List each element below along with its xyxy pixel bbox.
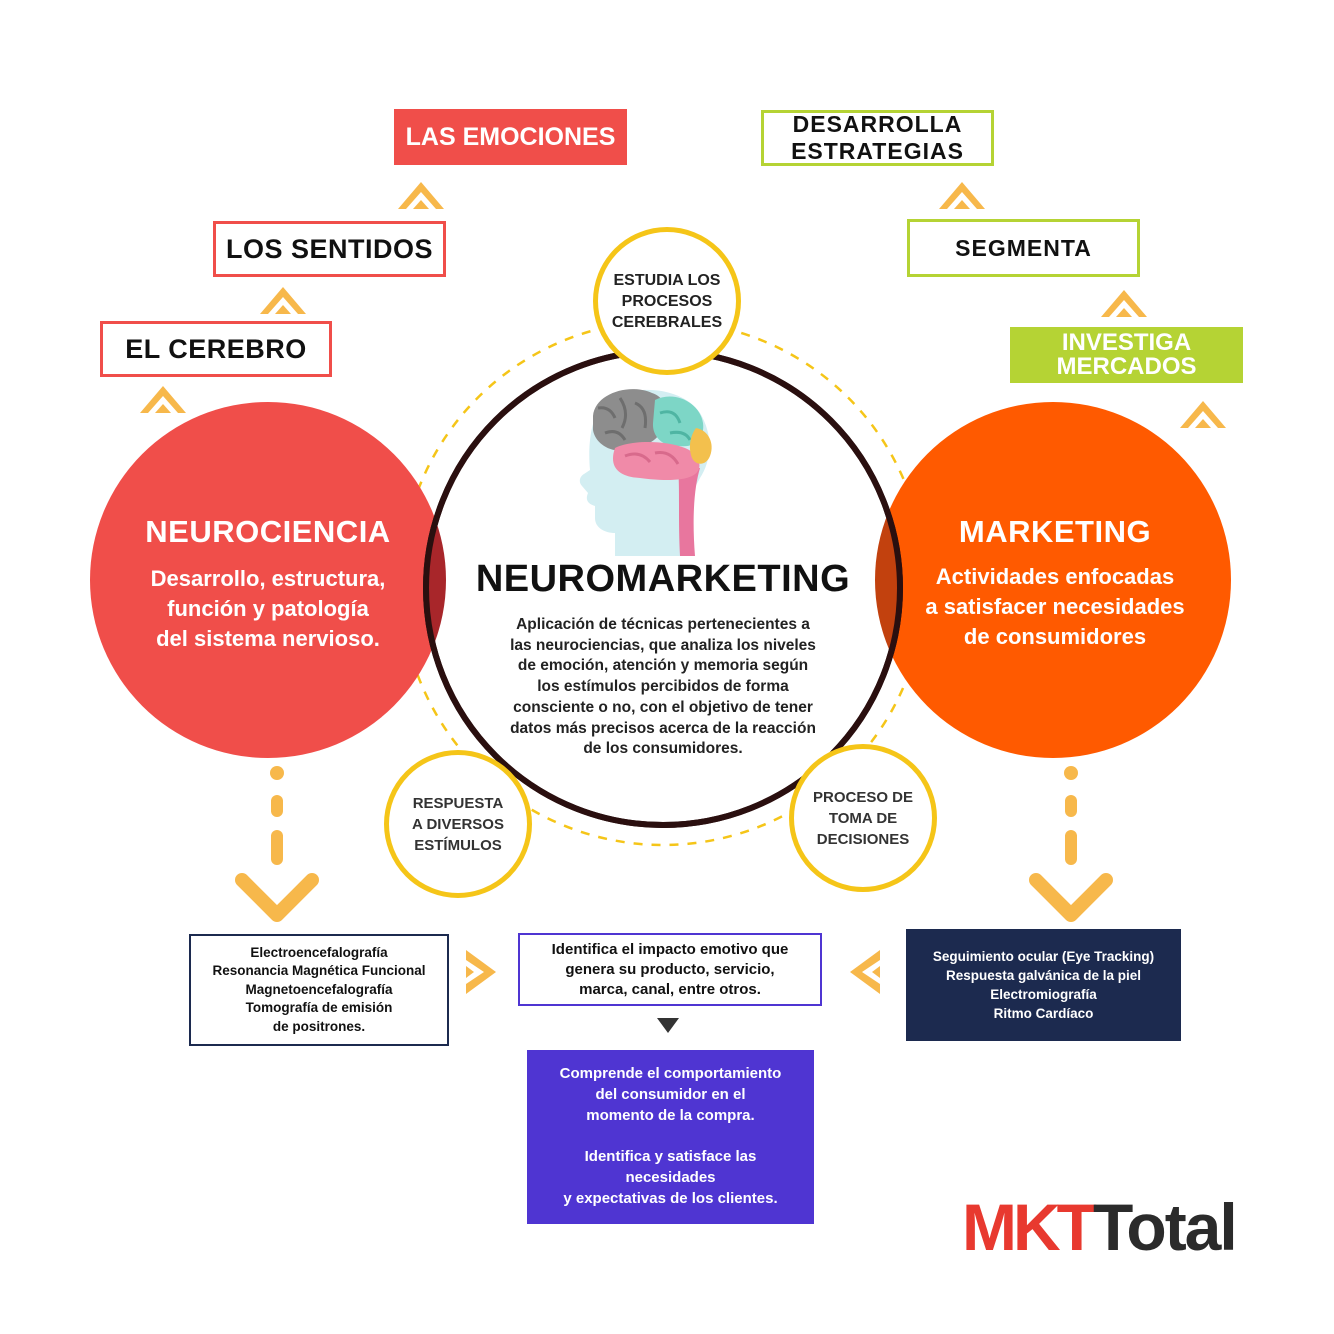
chevron-left-icon — [850, 950, 880, 994]
estrategias-label: ESTRATEGIAS — [791, 138, 964, 164]
marketing-techniques-box: Seguimiento ocular (Eye Tracking) Respue… — [906, 929, 1181, 1041]
neurociencia-text: NEUROCIENCIA Desarrollo, estructura, fun… — [110, 514, 426, 654]
arrow-down-icon — [1029, 873, 1113, 922]
logo-total: Total — [1092, 1190, 1238, 1264]
mkttotal-logo: MKTTotal — [962, 1190, 1238, 1264]
impact-line: Identifica el impacto emotivo que — [551, 940, 789, 958]
impact-line: genera su producto, servicio, — [565, 960, 775, 978]
el-cerebro-box: EL CEREBRO — [100, 321, 332, 377]
mercados-label: MERCADOS — [1056, 353, 1197, 380]
result-line — [560, 1127, 782, 1148]
technique-item: Respuesta galvánica de la piel — [945, 968, 1142, 983]
marketing-circle — [875, 402, 1231, 758]
chevron-up-icon — [939, 182, 985, 209]
neurociencia-line: del sistema nervioso. — [156, 626, 380, 651]
chevron-up-icon — [1180, 401, 1226, 428]
result-box: Comprende el comportamiento del consumid… — [527, 1050, 814, 1224]
satellite-right-line: DECISIONES — [816, 830, 910, 848]
marketing-line: de consumidores — [963, 624, 1147, 649]
neurociencia-circle — [90, 402, 446, 758]
chevron-up-icon — [140, 386, 186, 413]
satellite-top-line: CEREBRALES — [611, 313, 723, 331]
chevron-right-icon — [466, 950, 496, 994]
satellite-left: RESPUESTA A DIVERSOS ESTÍMULOS — [384, 750, 532, 898]
segmenta-box: SEGMENTA — [907, 219, 1140, 277]
logo-mkt: MKT — [962, 1190, 1097, 1264]
impact-box: Identifica el impacto emotivo que genera… — [518, 933, 822, 1006]
investiga-mercados-box: INVESTIGA MERCADOS — [1010, 327, 1243, 383]
center-line: de emoción, atención y memoria según — [517, 657, 809, 675]
satellite-left-line: RESPUESTA — [412, 794, 504, 812]
technique-item: Tomografía de emisión — [245, 1000, 393, 1016]
center-line: datos más precisos acerca de la reacción — [510, 719, 816, 737]
left-dotted-connector — [270, 766, 284, 865]
los-sentidos-box: LOS SENTIDOS — [213, 221, 446, 277]
satellite-left-line: A DIVERSOS — [412, 815, 504, 833]
chevron-up-icon — [398, 182, 444, 209]
center-line: las neurociencias, que analiza los nivel… — [510, 636, 816, 654]
marketing-text: MARKETING Actividades enfocadas a satisf… — [900, 514, 1210, 652]
triangle-down-icon — [657, 1018, 679, 1033]
desarrolla-label: DESARROLLA — [792, 111, 963, 137]
marketing-line: Actividades enfocadas — [935, 564, 1175, 589]
center-text: NEUROMARKETING Aplicación de técnicas pe… — [446, 558, 880, 760]
el-cerebro-label: EL CEREBRO — [125, 333, 307, 364]
center-line: de los consumidores. — [583, 740, 743, 758]
neuromarketing-title: NEUROMARKETING — [475, 558, 851, 600]
technique-item: Seguimiento ocular (Eye Tracking) — [932, 949, 1155, 964]
satellite-right-line: TOMA DE — [828, 809, 898, 827]
satellite-top-line: PROCESOS — [621, 292, 713, 310]
brain-head-icon — [579, 389, 712, 556]
impact-line: marca, canal, entre otros. — [579, 980, 761, 998]
result-line: y expectativas de los clientes. — [563, 1189, 778, 1207]
chevron-up-icon — [260, 287, 306, 314]
neurociencia-techniques-box: Electroencefalografía Resonancia Magnéti… — [189, 934, 449, 1046]
technique-item: Ritmo Cardíaco — [993, 1006, 1094, 1021]
marketing-line: a satisfacer necesidades — [925, 594, 1185, 619]
satellite-top-line: ESTUDIA LOS — [613, 271, 721, 289]
center-line: los estímulos percibidos de forma — [537, 678, 789, 696]
las-emociones-label: LAS EMOCIONES — [405, 122, 616, 151]
neurociencia-line: Desarrollo, estructura, — [150, 566, 386, 591]
result-line: Comprende el comportamiento — [559, 1065, 782, 1083]
chevron-up-icon — [1101, 290, 1147, 317]
technique-item: Resonancia Magnética Funcional — [212, 963, 426, 979]
right-dotted-connector — [1064, 766, 1078, 865]
technique-item: de positrones. — [272, 1018, 366, 1034]
satellite-right: PROCESO DE TOMA DE DECISIONES — [789, 744, 937, 892]
arrow-down-icon — [235, 873, 319, 922]
las-emociones-box: LAS EMOCIONES — [394, 109, 627, 165]
result-line: Identifica y satisface las — [584, 1148, 757, 1166]
center-line: consciente o no, con el objetivo de tene… — [513, 698, 813, 716]
satellite-left-line: ESTÍMULOS — [414, 836, 502, 854]
center-circle — [426, 351, 900, 825]
los-sentidos-label: LOS SENTIDOS — [225, 233, 434, 264]
neurociencia-title: NEUROCIENCIA — [145, 514, 391, 549]
marketing-title: MARKETING — [958, 514, 1152, 549]
center-line: Aplicación de técnicas pertenecientes a — [516, 616, 810, 633]
result-line: del consumidor en el — [595, 1086, 746, 1103]
neurociencia-line: función y patología — [167, 596, 369, 621]
technique-item: Magnetoencefalografía — [245, 981, 393, 997]
satellite-right-line: PROCESO DE — [812, 788, 914, 806]
technique-item: Electroencefalografía — [250, 944, 388, 960]
desarrolla-estrategias-box: DESARROLLA ESTRATEGIAS — [761, 110, 994, 166]
segmenta-label: SEGMENTA — [955, 234, 1092, 261]
result-line: necesidades — [625, 1169, 716, 1187]
satellite-top: ESTUDIA LOS PROCESOS CEREBRALES — [593, 227, 741, 375]
result-line: momento de la compra. — [586, 1106, 755, 1124]
technique-item: Electromiografía — [990, 987, 1097, 1002]
investiga-label: INVESTIGA — [1061, 329, 1192, 356]
